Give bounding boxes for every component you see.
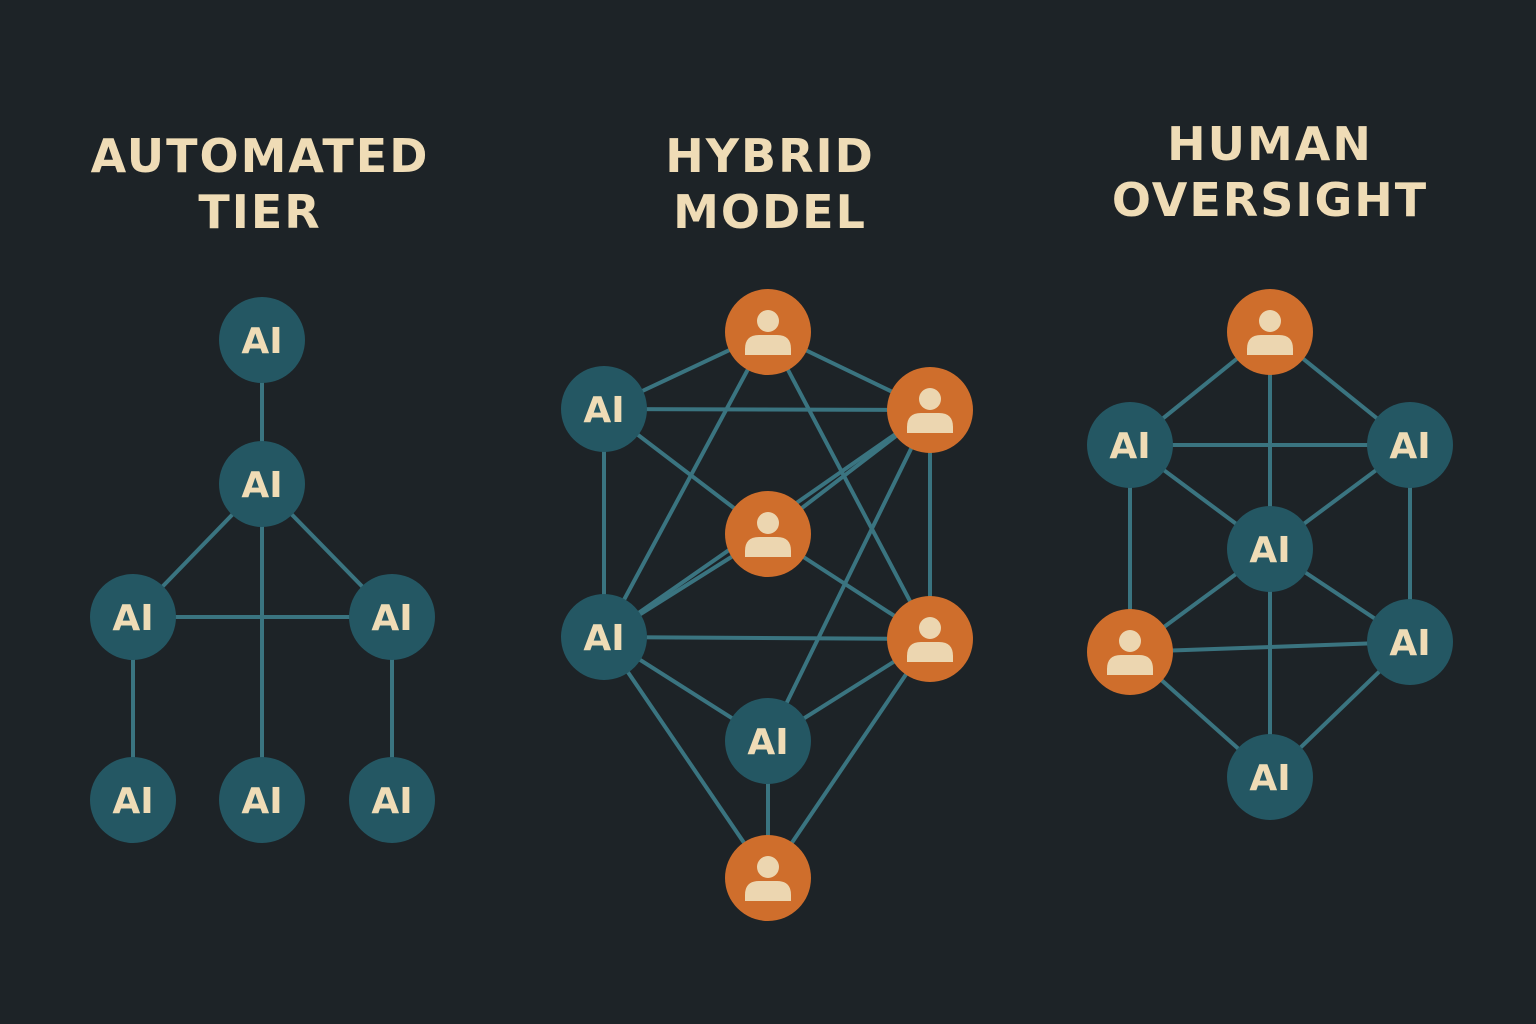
node-circle xyxy=(561,366,647,452)
human-node-o5 xyxy=(1087,609,1173,695)
title-automated-tier: AUTOMATED TIER xyxy=(90,129,430,239)
title-human-oversight: HUMAN OVERSIGHT xyxy=(1111,117,1429,227)
ai-node-a6: AI xyxy=(219,757,305,843)
ai-node-label: AI xyxy=(747,722,788,763)
edge-o5-o6 xyxy=(1129,640,1411,654)
ai-node-o2: AI xyxy=(1087,402,1173,488)
ai-node-a5: AI xyxy=(90,757,176,843)
node-circle xyxy=(725,698,811,784)
ai-node-h2: AI xyxy=(561,366,647,452)
node-circle xyxy=(1087,402,1173,488)
ai-node-label: AI xyxy=(1249,530,1290,571)
ai-node-label: AI xyxy=(112,598,153,639)
ai-node-o6: AI xyxy=(1367,599,1453,685)
edge-h5-h8 xyxy=(602,635,770,880)
node-circle xyxy=(349,574,435,660)
panel-hybrid: AI AI AI xyxy=(561,289,973,921)
ai-node-label: AI xyxy=(241,781,282,822)
node-circle xyxy=(90,757,176,843)
person-icon xyxy=(1107,630,1153,675)
panel-human: AI AI AI AI AI xyxy=(1087,289,1453,820)
ai-node-label: AI xyxy=(1109,426,1150,467)
edges-hybrid xyxy=(602,330,932,880)
ai-node-o4: AI xyxy=(1227,506,1313,592)
person-icon xyxy=(745,310,791,355)
node-circle xyxy=(349,757,435,843)
human-node-h6 xyxy=(887,596,973,682)
human-node-h1 xyxy=(725,289,811,375)
ai-node-a7: AI xyxy=(349,757,435,843)
ai-node-label: AI xyxy=(371,781,412,822)
panel-automated: AI AI AI AI AI AI AI xyxy=(90,297,435,843)
ai-node-label: AI xyxy=(1389,623,1430,664)
person-icon xyxy=(907,388,953,433)
node-circle xyxy=(1227,734,1313,820)
edge-h3-h7 xyxy=(766,409,932,742)
edge-h1-h6 xyxy=(766,331,932,640)
node-circle xyxy=(219,297,305,383)
ai-node-label: AI xyxy=(241,465,282,506)
ai-node-a4: AI xyxy=(349,574,435,660)
edge-h1-h5 xyxy=(602,331,770,638)
ai-node-h5: AI xyxy=(561,594,647,680)
node-circle xyxy=(90,574,176,660)
node-circle xyxy=(219,757,305,843)
ai-node-label: AI xyxy=(371,598,412,639)
ai-node-o7: AI xyxy=(1227,734,1313,820)
ai-node-label: AI xyxy=(1389,426,1430,467)
ai-node-o3: AI xyxy=(1367,402,1453,488)
ai-node-label: AI xyxy=(241,321,282,362)
node-circle xyxy=(1367,599,1453,685)
ai-node-h7: AI xyxy=(725,698,811,784)
node-circle xyxy=(219,441,305,527)
node-circle xyxy=(561,594,647,680)
person-icon xyxy=(745,856,791,901)
ai-node-label: AI xyxy=(583,390,624,431)
ai-node-a2: AI xyxy=(219,441,305,527)
edge-h5-h6 xyxy=(603,635,931,641)
title-hybrid-model: HYBRID MODEL xyxy=(665,129,875,239)
human-node-h8 xyxy=(725,835,811,921)
edges-automated xyxy=(131,340,394,800)
person-icon xyxy=(907,617,953,662)
human-node-h3 xyxy=(887,367,973,453)
node-circle xyxy=(1227,506,1313,592)
ai-node-a3: AI xyxy=(90,574,176,660)
ai-node-label: AI xyxy=(112,781,153,822)
edge-h2-h3 xyxy=(603,407,931,412)
human-node-o1 xyxy=(1227,289,1313,375)
ai-node-a1: AI xyxy=(219,297,305,383)
edge-h6-h8 xyxy=(766,637,932,880)
node-circle xyxy=(1367,402,1453,488)
human-node-h4 xyxy=(725,491,811,577)
person-icon xyxy=(745,512,791,557)
person-icon xyxy=(1247,310,1293,355)
ai-node-label: AI xyxy=(583,618,624,659)
ai-node-label: AI xyxy=(1249,758,1290,799)
